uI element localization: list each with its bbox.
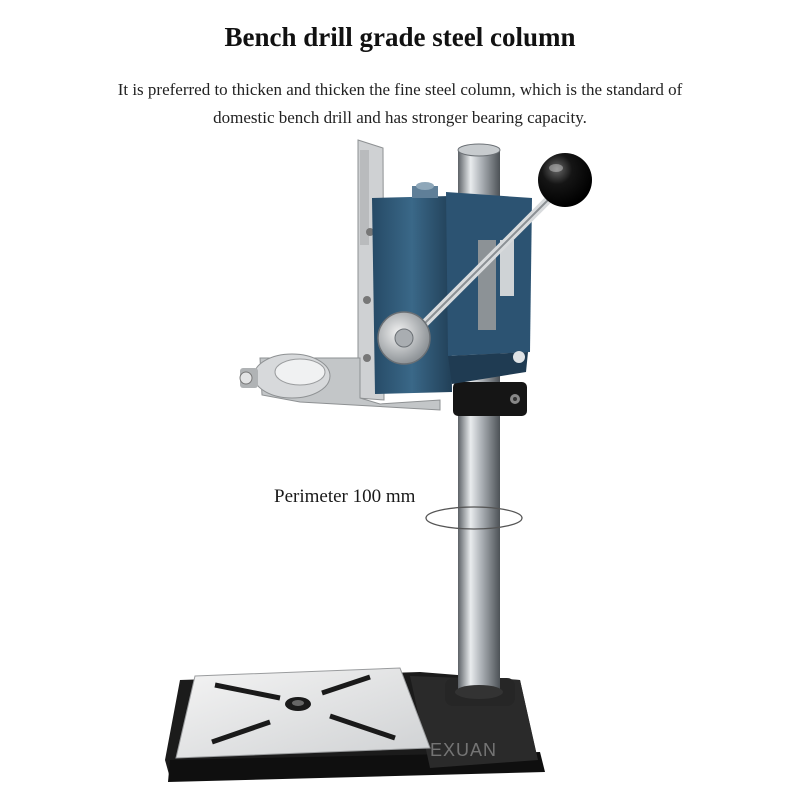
perimeter-ring xyxy=(425,506,523,530)
lever-knob xyxy=(538,153,592,207)
work-table-plate xyxy=(175,667,431,759)
brand-watermark: EXUAN xyxy=(430,740,498,760)
depth-stop-collar xyxy=(453,382,527,416)
feed-lever xyxy=(377,186,562,365)
product-description: It is preferred to thicken and thicken t… xyxy=(117,80,683,127)
page-title: Bench drill grade steel column xyxy=(224,22,576,52)
perimeter-annotation: Perimeter 100 mm xyxy=(274,486,416,507)
